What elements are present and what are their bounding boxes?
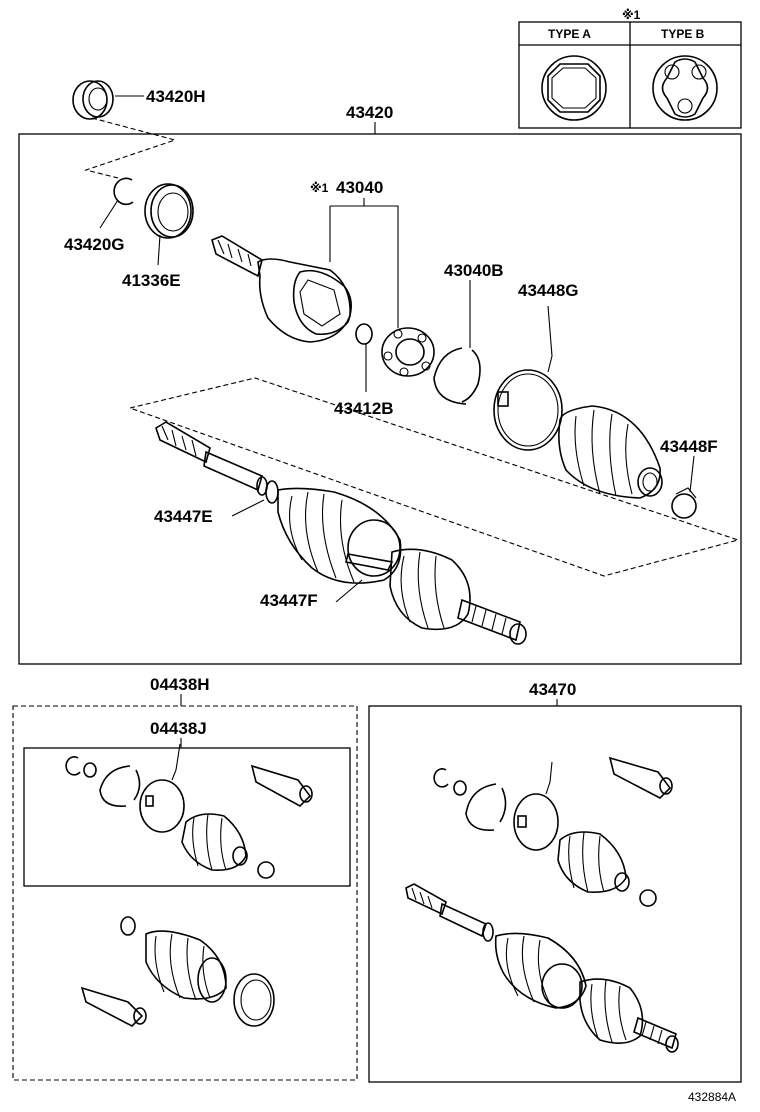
snap-ring-43420G (99, 177, 134, 229)
outboard-joint-43040 (211, 206, 352, 343)
seal-41336E (144, 183, 194, 266)
type-b-joint-icon (652, 55, 718, 121)
kit-04438J-parts (65, 743, 313, 879)
inner-race (381, 327, 435, 377)
label-43420H: 43420H (146, 87, 206, 106)
kit-04438H-parts (80, 916, 275, 1027)
label-43412B: 43412B (334, 399, 394, 418)
kit-box-04438H (12, 705, 358, 1081)
drive-shaft (155, 421, 527, 645)
outboard-boot (558, 405, 663, 499)
kit-43470-parts (405, 756, 679, 1053)
ring-43040B (433, 280, 481, 405)
type-legend: ※1 TYPE A TYPE B (518, 8, 742, 129)
boot-band-43448G (493, 305, 563, 451)
label-43420: 43420 (346, 103, 393, 122)
label-04438H: 04438H (150, 675, 210, 694)
oil-seal-43420H (72, 80, 144, 120)
label-43470: 43470 (529, 680, 576, 699)
legend-mark: ※1 (622, 8, 641, 22)
assembly-box-43420 (18, 133, 742, 665)
label-43447E: 43447E (154, 507, 213, 526)
label-43420G: 43420G (64, 235, 125, 254)
type-a-joint-icon (541, 55, 607, 121)
legend-type-b-label: TYPE B (661, 27, 705, 41)
label-43447F: 43447F (260, 591, 318, 610)
legend-type-a-label: TYPE A (548, 27, 591, 41)
label-04438J: 04438J (150, 719, 207, 738)
kit-box-43470 (368, 705, 742, 1083)
label-41336E: 41336E (122, 271, 181, 290)
label-43040: 43040 (336, 178, 383, 197)
label-43040B: 43040B (444, 261, 504, 280)
kit-box-04438J (23, 747, 351, 887)
label-43448G: 43448G (518, 281, 579, 300)
snap-ring-43412B (355, 323, 373, 392)
label-43040-mark: ※1 (310, 181, 329, 195)
footer-code: 432884A (688, 1090, 736, 1104)
clamp-43448F (671, 455, 697, 519)
label-43448F: 43448F (660, 437, 718, 456)
